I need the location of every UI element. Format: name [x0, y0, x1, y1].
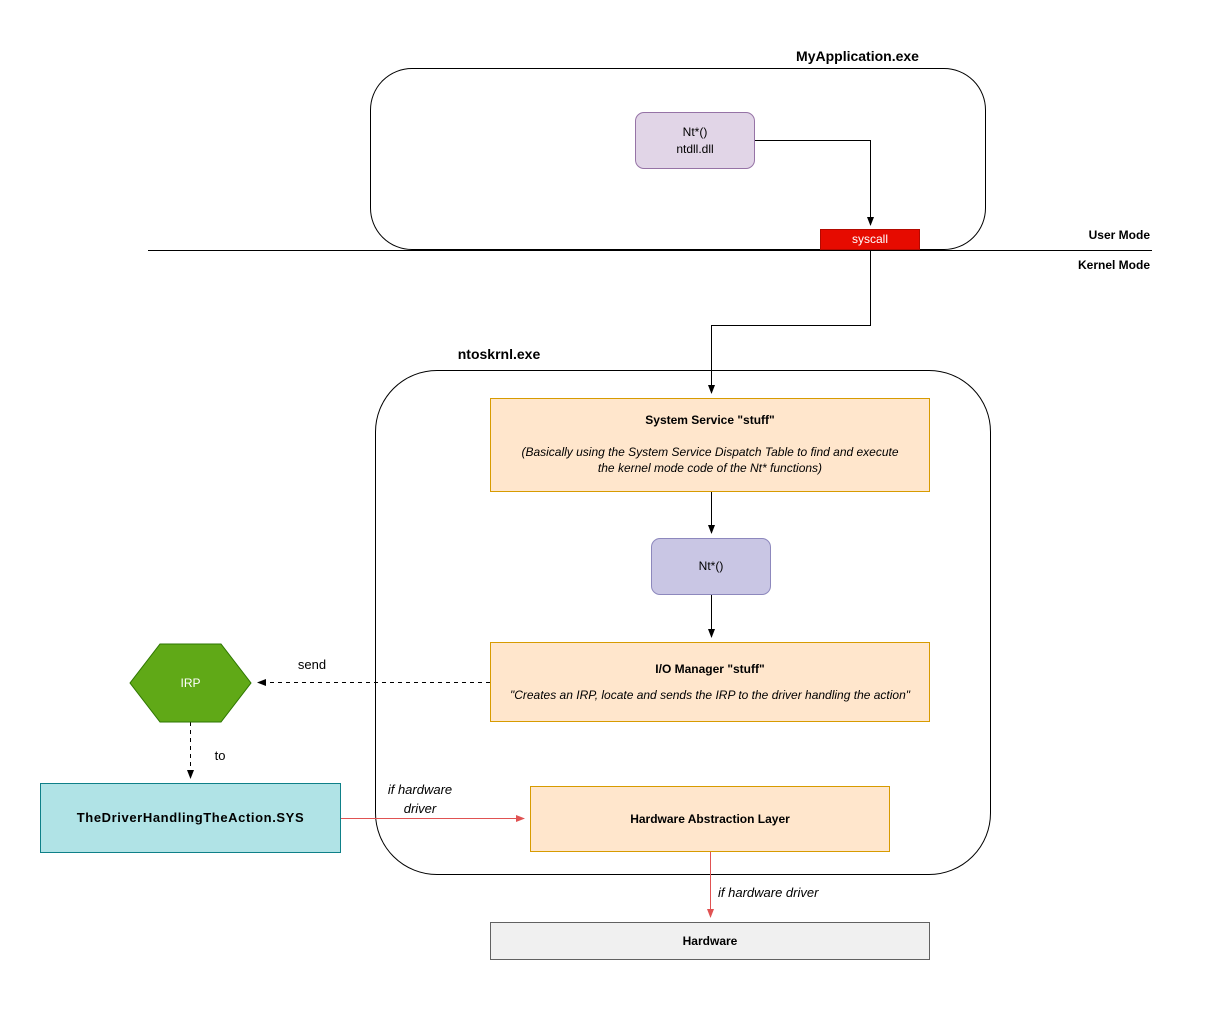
to-edge-label: to — [214, 748, 226, 763]
ntoskrnl-label: ntoskrnl.exe — [457, 346, 541, 362]
if-hardware-driver-label-1-line1: if hardware — [387, 782, 453, 797]
syscall-box: syscall — [820, 229, 920, 250]
system-service-title: System Service "stuff" — [645, 413, 775, 427]
if-hardware-driver-label-1-line2: driver — [403, 800, 437, 816]
io-manager-body: "Creates an IRP, locate and sends the IR… — [509, 687, 911, 702]
ntdll-box: Nt*() ntdll.dll — [635, 112, 755, 169]
io-manager-title: I/O Manager "stuff" — [655, 662, 765, 677]
user-mode-label: User Mode — [1088, 228, 1150, 242]
nt-kernel-box: Nt*() — [651, 538, 771, 595]
driver-box: TheDriverHandlingTheAction.SYS — [40, 783, 341, 853]
if-hardware-driver-label-2: if hardware driver — [718, 885, 819, 900]
nt-kernel-label: Nt*() — [698, 559, 724, 574]
irp-hexagon — [129, 643, 252, 723]
kernel-ntoskrnl-container — [375, 370, 991, 875]
hal-label: Hardware Abstraction Layer — [630, 811, 790, 826]
send-edge-label: send — [297, 657, 327, 672]
driver-label: TheDriverHandlingTheAction.SYS — [76, 810, 305, 826]
user-mode-process-container — [370, 68, 986, 250]
hardware-label: Hardware — [682, 933, 738, 948]
hardware-box: Hardware — [490, 922, 930, 960]
system-service-body: (Basically using the System Service Disp… — [521, 445, 899, 476]
hal-box: Hardware Abstraction Layer — [530, 786, 890, 852]
io-manager-box: I/O Manager "stuff" "Creates an IRP, loc… — [490, 642, 930, 722]
syscall-label: syscall — [851, 232, 888, 247]
system-service-box: System Service "stuff" (Basically using … — [490, 398, 930, 492]
if-hardware-driver-label-1: if hardware driver — [368, 781, 472, 819]
irp-label: IRP — [180, 676, 200, 690]
ntdll-line2: ntdll.dll — [676, 141, 714, 156]
ntdll-line1: Nt*() — [682, 125, 708, 140]
kernel-mode-label: Kernel Mode — [1077, 258, 1150, 272]
my-application-label: MyApplication.exe — [796, 48, 919, 64]
